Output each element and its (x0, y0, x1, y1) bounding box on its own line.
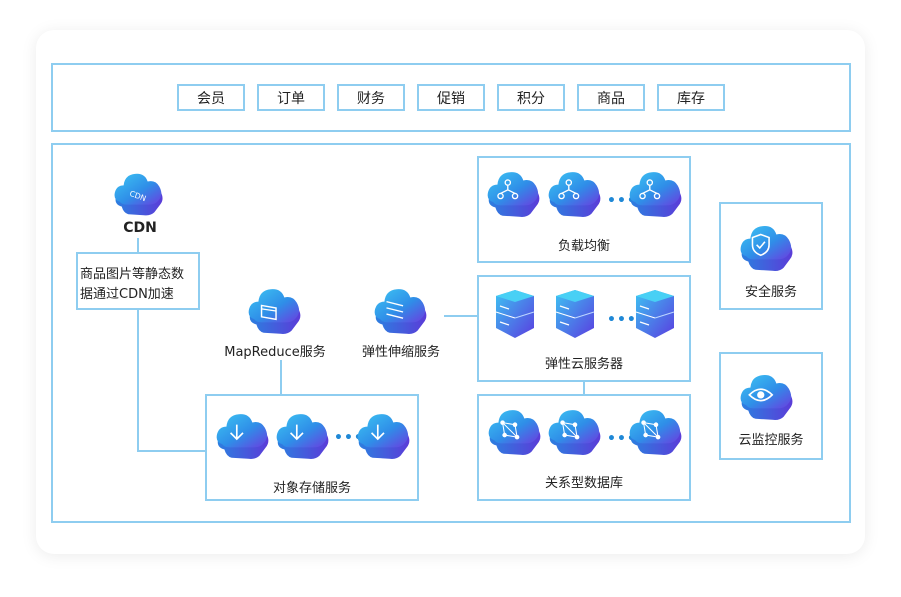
module-finance: 财务 (337, 84, 405, 111)
connector-mapreduce-storage (280, 360, 282, 396)
rdb-cloud-icon-2 (546, 406, 604, 460)
connector-scaling-server (444, 315, 479, 317)
monitor-eye-cloud-icon (737, 371, 797, 425)
module-points: 积分 (497, 84, 565, 111)
lb-cloud-icon-3 (627, 168, 685, 222)
server-ellipsis: ••• (607, 312, 637, 328)
cdn-note-line2: 据通过CDN加速 (80, 287, 174, 302)
object-storage-label: 对象存储服务 (272, 481, 351, 496)
security-label: 安全服务 (744, 285, 797, 300)
elastic-server-label: 弹性云服务器 (544, 357, 623, 372)
rdb-ellipsis: ••• (607, 431, 637, 447)
security-shield-cloud-icon (737, 222, 797, 276)
connector-server-db (583, 381, 585, 396)
lb-cloud-icon-2 (546, 168, 604, 222)
module-promotion: 促销 (417, 84, 485, 111)
elastic-scaling-label: 弹性伸缩服务 (361, 345, 440, 360)
connector-note-storage-v (137, 309, 139, 452)
connector-cdn-note (137, 238, 139, 254)
mapreduce-cloud-icon (246, 285, 304, 339)
module-order: 订单 (257, 84, 325, 111)
connector-note-storage-h (137, 450, 207, 452)
lb-ellipsis: ••• (607, 193, 637, 209)
cdn-cloud-icon: CDN (112, 170, 166, 220)
cdn-note-line1: 商品图片等静态数 (80, 267, 185, 282)
scaling-cloud-icon (372, 285, 430, 339)
cloud-services-container (51, 143, 851, 523)
load-balancer-label: 负载均衡 (557, 239, 610, 254)
storage-cloud-icon-1 (214, 410, 272, 464)
module-inventory: 库存 (657, 84, 725, 111)
cdn-note-box (76, 252, 200, 310)
storage-cloud-icon-2 (274, 410, 332, 464)
monitor-label: 云监控服务 (738, 433, 804, 448)
rdb-label: 关系型数据库 (544, 476, 623, 491)
storage-cloud-icon-3 (355, 410, 413, 464)
storage-ellipsis: ••• (334, 430, 364, 446)
mapreduce-label: MapReduce服务 (224, 345, 326, 360)
cdn-title: CDN (123, 220, 157, 236)
rdb-cloud-icon-1 (486, 406, 544, 460)
module-goods: 商品 (577, 84, 645, 111)
server-icon-1 (495, 290, 535, 338)
module-member: 会员 (177, 84, 245, 111)
server-icon-3 (635, 290, 675, 338)
server-icon-2 (555, 290, 595, 338)
lb-cloud-icon-1 (485, 168, 543, 222)
rdb-cloud-icon-3 (627, 406, 685, 460)
